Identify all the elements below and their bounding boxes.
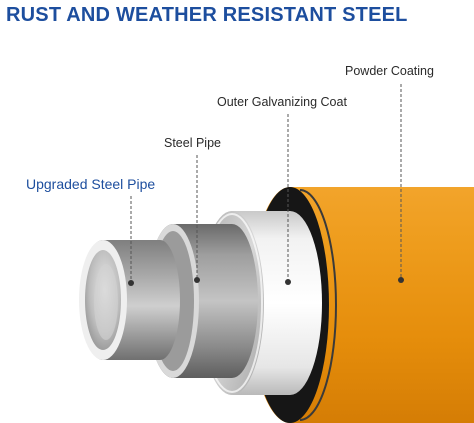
upgraded-steel-pipe-layer — [79, 240, 180, 360]
callout-steel-pipe — [194, 155, 200, 283]
callout-upgraded-steel-pipe — [128, 196, 134, 286]
page-title: RUST AND WEATHER RESISTANT STEEL — [6, 4, 408, 26]
label-outer-galvanizing-coat: Outer Galvanizing Coat — [217, 95, 347, 109]
label-steel-pipe: Steel Pipe — [164, 136, 221, 150]
callout-powder-coating — [398, 84, 404, 283]
callout-galvanizing-coat — [285, 114, 291, 285]
label-powder-coating: Powder Coating — [345, 64, 434, 78]
label-upgraded-steel-pipe: Upgraded Steel Pipe — [26, 176, 156, 192]
